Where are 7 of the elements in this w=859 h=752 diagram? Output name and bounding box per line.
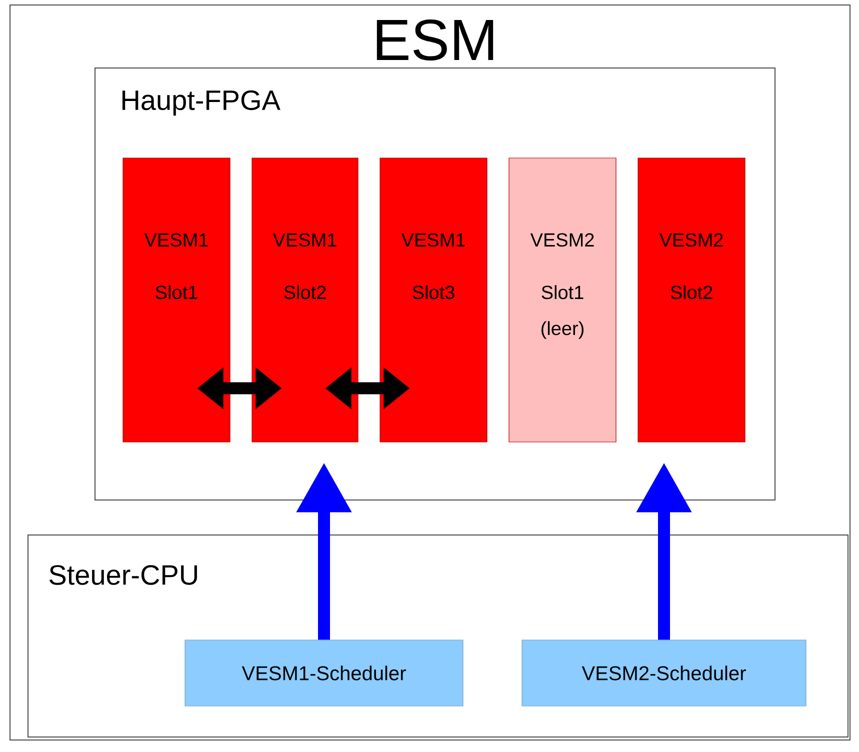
- scheduler-box: VESM2-Scheduler: [522, 640, 806, 706]
- slot-box: VESM1 Slot2: [252, 158, 358, 442]
- slot-box: VESM2 Slot1 (leer): [508, 158, 616, 442]
- slot-box: VESM2 Slot2: [638, 158, 746, 442]
- slot-box: VESM1 Slot1: [122, 158, 230, 442]
- slot-box: VESM1 Slot3: [380, 158, 488, 442]
- scheduler-box: VESM1-Scheduler: [184, 640, 464, 706]
